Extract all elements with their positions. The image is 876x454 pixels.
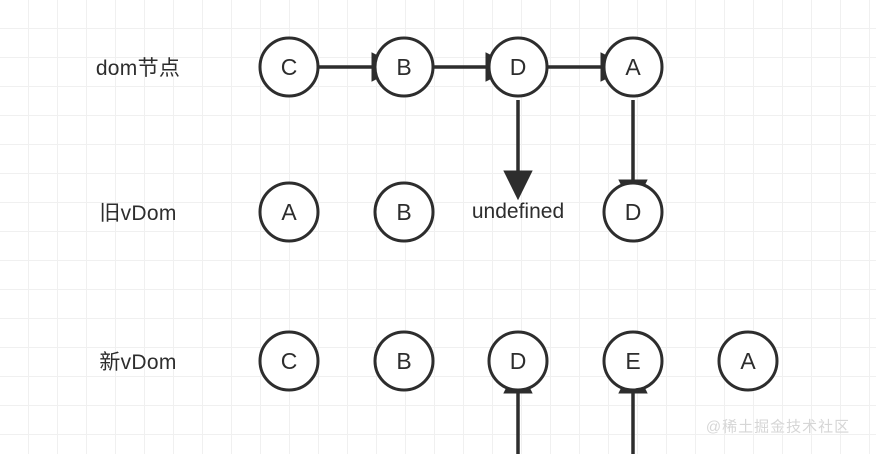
- node-letter: B: [396, 348, 411, 374]
- node-old_vdom-A[interactable]: A: [258, 181, 320, 243]
- node-letter: D: [625, 199, 642, 225]
- node-new_vdom-B[interactable]: B: [373, 330, 435, 392]
- node-letter: C: [281, 348, 298, 374]
- node-old_vdom-D[interactable]: D: [602, 181, 664, 243]
- node-letter: B: [396, 54, 411, 80]
- node-circle: [602, 330, 664, 392]
- node-letter: D: [510, 348, 527, 374]
- watermark: @稀土掘金技术社区: [705, 418, 851, 436]
- row-label-new_vdom: 新vDom: [99, 351, 177, 374]
- node-new_vdom-A[interactable]: A: [717, 330, 779, 392]
- node-circle: [602, 181, 664, 243]
- node-letter: A: [740, 348, 756, 374]
- node-circle: [258, 181, 320, 243]
- row-label-dom: dom节点: [95, 57, 181, 80]
- node-dom-D[interactable]: D: [487, 36, 549, 98]
- node-letter: B: [396, 199, 411, 225]
- node-circle: [487, 36, 549, 98]
- node-letter: E: [625, 348, 640, 374]
- node-dom-A[interactable]: A: [602, 36, 664, 98]
- node-circle: [258, 36, 320, 98]
- node-letter: A: [625, 54, 641, 80]
- node-circle: [373, 36, 435, 98]
- node-circle: [487, 330, 549, 392]
- node-old_vdom-B[interactable]: B: [373, 181, 435, 243]
- plain-label-undefined: undefined: [471, 200, 565, 223]
- node-circle: [373, 181, 435, 243]
- node-letter: D: [510, 54, 527, 80]
- row-label-old_vdom: 旧vDom: [99, 202, 177, 225]
- node-letter: C: [281, 54, 298, 80]
- node-new_vdom-C[interactable]: C: [258, 330, 320, 392]
- node-circle: [258, 330, 320, 392]
- node-dom-C[interactable]: C: [258, 36, 320, 98]
- node-new_vdom-D[interactable]: D: [487, 330, 549, 392]
- node-circle: [717, 330, 779, 392]
- node-letter: A: [281, 199, 297, 225]
- node-circle: [373, 330, 435, 392]
- node-new_vdom-E[interactable]: E: [602, 330, 664, 392]
- node-dom-B[interactable]: B: [373, 36, 435, 98]
- node-circle: [602, 36, 664, 98]
